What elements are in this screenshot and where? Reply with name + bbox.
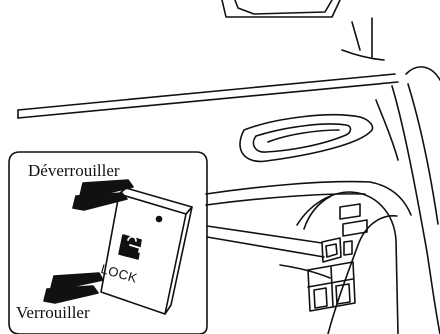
window-switch-top xyxy=(340,204,360,219)
door-trim-inner xyxy=(376,100,398,160)
pillar-edge-left xyxy=(352,22,360,50)
lock-arrow-lower xyxy=(44,286,98,303)
enlarged-switch-top xyxy=(119,188,192,214)
armrest-edge xyxy=(206,194,365,205)
unlock-arrow-lower xyxy=(73,193,127,210)
panel-lock-switch xyxy=(322,238,341,262)
switch-block-divider-horizontal xyxy=(308,279,353,287)
small-switch xyxy=(344,241,352,255)
switch-front-left xyxy=(314,288,327,308)
mirror-outline xyxy=(235,0,332,14)
handle-lever xyxy=(268,130,339,142)
lock-label: Verrouiller xyxy=(16,304,90,322)
handle-bezel-outer xyxy=(240,115,373,162)
switch-panel-left-bevel xyxy=(304,196,331,229)
door-trim xyxy=(408,84,438,224)
belt-line-upper xyxy=(18,74,395,110)
panel-lock-switch-face xyxy=(326,244,337,257)
unlock-label: Déverrouiller xyxy=(28,162,120,180)
window-base xyxy=(342,50,384,60)
belt-line-lower xyxy=(18,82,398,118)
switch-block-divider-vertical xyxy=(331,267,333,307)
indicator-dot xyxy=(157,217,162,222)
door-corner-top xyxy=(406,67,440,80)
door-edge-right xyxy=(392,86,440,334)
